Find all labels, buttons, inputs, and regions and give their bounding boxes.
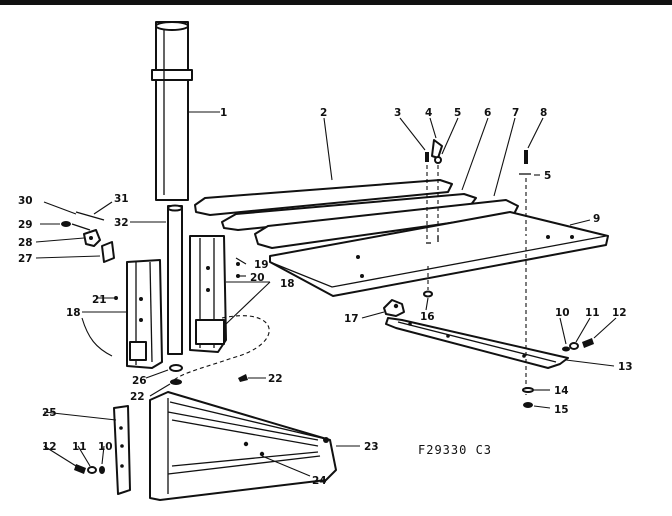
leader-lines xyxy=(35,111,617,477)
clip-part-27 xyxy=(101,241,115,263)
callout-25: 25 xyxy=(42,407,57,419)
callout-15: 15 xyxy=(554,404,569,416)
figure-code: F29330 C3 xyxy=(418,443,492,457)
callout-23: 23 xyxy=(364,441,379,453)
fasteners-parts-10-11-12-left xyxy=(74,464,105,474)
right-column-bracket-part-18 xyxy=(189,235,227,353)
callout-10-left: 10 xyxy=(98,441,113,453)
washer-nut-parts-14-15 xyxy=(522,387,534,408)
callout-24: 24 xyxy=(312,475,327,487)
callout-19: 19 xyxy=(254,259,269,271)
washers-parts-22-26 xyxy=(169,364,248,385)
callout-labels: 1 2 3 4 5 6 7 8 5 9 10 11 12 13 14 15 16… xyxy=(18,107,633,487)
fasteners-parts-10-11-12-right xyxy=(562,338,594,352)
callout-11-left: 11 xyxy=(72,441,87,453)
callout-5-right: 5 xyxy=(544,170,551,182)
callout-8: 8 xyxy=(540,107,547,119)
callout-9: 9 xyxy=(593,213,600,225)
base-frame-part-23 xyxy=(149,391,337,501)
table-top-part-9 xyxy=(269,211,609,297)
callout-10-right: 10 xyxy=(555,307,570,319)
rail-part-13 xyxy=(385,240,569,395)
callout-29: 29 xyxy=(18,219,33,231)
callout-21: 21 xyxy=(92,294,107,306)
callout-14: 14 xyxy=(554,385,569,397)
callout-12-left: 12 xyxy=(42,441,57,453)
callout-31: 31 xyxy=(114,193,129,205)
post-part-32 xyxy=(167,204,183,355)
callout-3: 3 xyxy=(394,107,401,119)
callout-17: 17 xyxy=(344,313,359,325)
callout-32: 32 xyxy=(114,217,129,229)
callout-13: 13 xyxy=(618,361,633,373)
callout-4: 4 xyxy=(425,107,432,119)
hardware-parts-29-30-31 xyxy=(61,211,105,231)
callout-28: 28 xyxy=(18,237,33,249)
fence-board-part-7 xyxy=(254,199,519,249)
callout-30: 30 xyxy=(18,195,33,207)
callout-7: 7 xyxy=(512,107,519,119)
callout-18-left: 18 xyxy=(66,307,81,319)
left-column-bracket-part-18 xyxy=(126,259,163,369)
bracket-part-17-and-washer-16 xyxy=(383,266,433,317)
callout-2: 2 xyxy=(320,107,327,119)
callout-22-left: 22 xyxy=(130,391,145,403)
lock-block-part-28 xyxy=(83,229,101,247)
rear-board-part-2 xyxy=(194,179,453,216)
callout-5-top: 5 xyxy=(454,107,461,119)
callout-22-right: 22 xyxy=(268,373,283,385)
strap-part-25 xyxy=(113,405,131,495)
callout-26: 26 xyxy=(132,375,147,387)
assembly-path-dashed xyxy=(173,315,270,381)
callout-12-right: 12 xyxy=(612,307,627,319)
table-fasteners xyxy=(425,139,531,244)
top-border xyxy=(0,0,672,5)
callout-11-right: 11 xyxy=(585,307,600,319)
callout-1: 1 xyxy=(220,107,227,119)
column-tube-part-1 xyxy=(151,21,193,201)
callout-18-right: 18 xyxy=(280,278,295,290)
callout-6: 6 xyxy=(484,107,491,119)
spacer-strip-part-6 xyxy=(221,193,477,231)
callout-27: 27 xyxy=(18,253,33,265)
callout-16: 16 xyxy=(420,311,435,323)
callout-20: 20 xyxy=(250,272,265,284)
